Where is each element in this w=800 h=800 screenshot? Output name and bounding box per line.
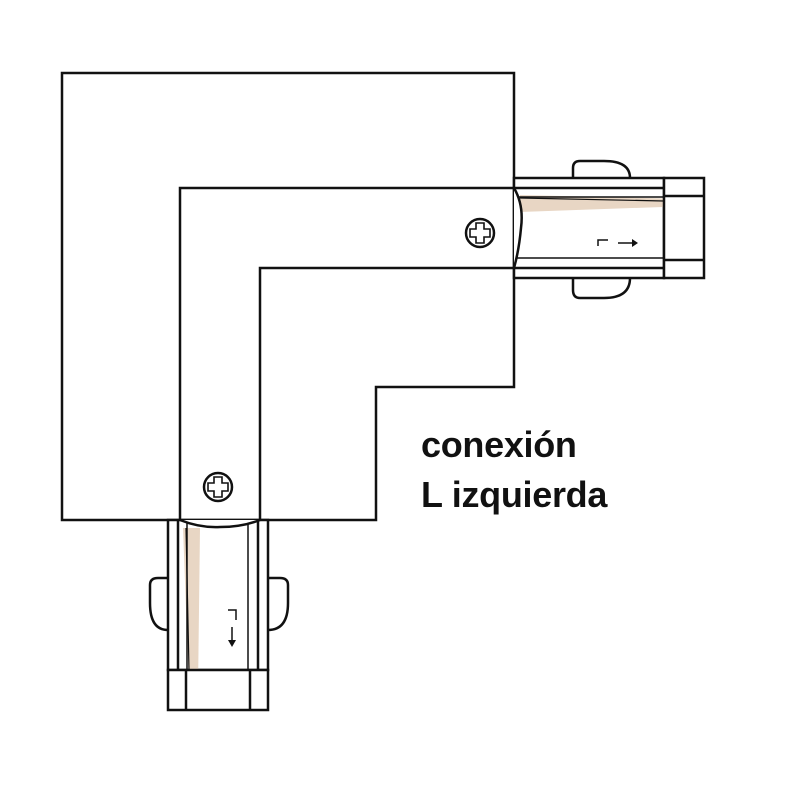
bottom-right-clip (267, 576, 290, 632)
right-connector (512, 159, 706, 300)
direction-arrow-icon (228, 609, 237, 647)
right-bottom-clip (571, 277, 632, 300)
caption: conexión L izquierda (421, 420, 607, 520)
bottom-joint-bump (179, 518, 261, 529)
outer-housing (60, 71, 516, 522)
caption-line-1: conexión (421, 424, 577, 465)
bottom-rail-body (166, 518, 270, 672)
bottom-connector (148, 518, 290, 712)
caption-line-2: L izquierda (421, 474, 608, 515)
right-end-cap (662, 176, 706, 280)
right-top-clip (571, 159, 632, 179)
direction-arrow-icon (597, 239, 638, 247)
bottom-end-cap (166, 668, 270, 712)
right-rail-body (512, 176, 666, 280)
screw-icon (202, 471, 234, 503)
bottom-left-clip (148, 576, 169, 632)
screw-icon (464, 217, 496, 249)
right-joint-bump (512, 187, 523, 269)
